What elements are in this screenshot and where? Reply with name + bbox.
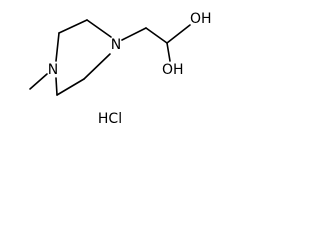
chemical-structure-diagram: N N OH OH HCl [29,11,212,127]
ring-bond-n4-c5 [55,77,58,96]
salt-label-hcl: HCl [98,111,122,127]
atom-label-n-top: N [111,37,121,53]
ring-bond-c5-c6 [56,78,85,96]
ring-bond-c2-c3 [58,19,88,34]
chain-bond-ch2-ch [145,27,168,44]
chain-bond-n1-ch2 [121,27,147,41]
methyl-bond [29,73,48,90]
ring-bond-c6-n1 [83,53,111,80]
atom-label-oh-bottom: OH [162,62,184,78]
atom-label-oh-top: OH [190,11,212,27]
chain-bond-ch-oh-bottom [166,42,171,62]
atom-label-n-bottom: N [48,62,58,78]
chain-bond-ch-oh-top [166,24,191,44]
ring-bond-n1-c2 [86,19,112,38]
ring-bond-c3-n4 [55,32,60,62]
